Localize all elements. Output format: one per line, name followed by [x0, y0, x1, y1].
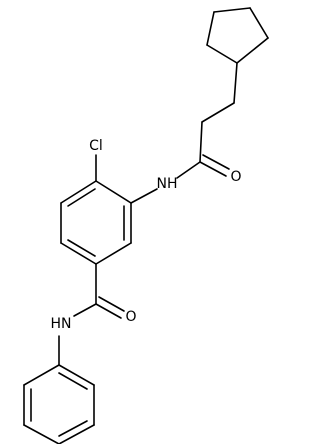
bond [58, 364, 95, 386]
bond [95, 180, 132, 204]
bond [213, 7, 251, 13]
carbonyl-oxygen-lower-label: O [125, 309, 136, 325]
amide-nh-lower-label: HN [51, 316, 72, 332]
aromatic-bond [58, 372, 88, 390]
bond [176, 161, 201, 179]
bond [249, 7, 269, 39]
bond [206, 11, 215, 46]
double-bond [202, 154, 230, 170]
aromatic-bond [67, 188, 96, 207]
bond [58, 424, 95, 444]
bond [199, 121, 203, 163]
double-bond [199, 161, 227, 177]
benzamide-group [58, 263, 125, 366]
bond [60, 180, 97, 204]
bond [23, 364, 60, 386]
bond [236, 37, 269, 64]
aromatic-bond [67, 239, 96, 257]
bond [206, 44, 238, 64]
aromatic-bond [58, 420, 88, 437]
bond [73, 303, 97, 317]
bond [95, 242, 132, 265]
bond [233, 62, 238, 104]
phenyl-ring [23, 364, 95, 444]
propanoyl-chain [130, 62, 238, 204]
bond [201, 102, 235, 123]
double-bond [95, 303, 122, 319]
amide-nh-upper-label: NH [157, 176, 178, 192]
benzene-ring-central [60, 154, 132, 265]
molecule-structure-diagram: Cl NH O O HN [23, 7, 269, 444]
bond [60, 242, 97, 265]
atom-labels: Cl NH O O HN [51, 138, 242, 332]
bond [130, 188, 158, 204]
bond [23, 424, 60, 444]
carbonyl-oxygen-upper-label: O [230, 169, 241, 185]
chlorine-label: Cl [89, 138, 103, 154]
double-bond [98, 296, 125, 312]
cyclopentane-ring [206, 7, 269, 64]
